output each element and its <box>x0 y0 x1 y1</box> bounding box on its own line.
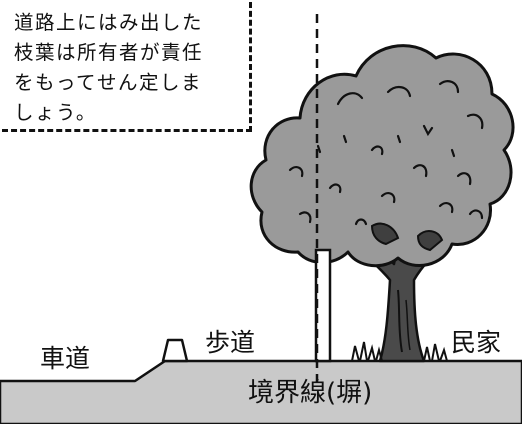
label-road: 車道 <box>40 344 91 373</box>
ground <box>0 359 522 424</box>
note-line-1: 道路上にはみ出した <box>14 11 204 34</box>
grass-left <box>351 341 383 362</box>
label-residence: 民家 <box>451 328 502 357</box>
note-line-2: 枝葉は所有者が責任 <box>14 41 204 64</box>
label-sidewalk: 歩道 <box>205 328 256 357</box>
note-box: 道路上にはみ出した 枝葉は所有者が責任 をもってせん定しま しょう。 <box>2 2 252 132</box>
grass-right <box>423 343 448 362</box>
label-boundary: 境界線(塀) <box>248 378 373 408</box>
note-line-4: しょう。 <box>14 101 97 124</box>
curb-stone-icon <box>161 338 189 363</box>
foliage-details <box>288 80 484 226</box>
note-line-3: をもってせん定しま <box>14 71 203 94</box>
